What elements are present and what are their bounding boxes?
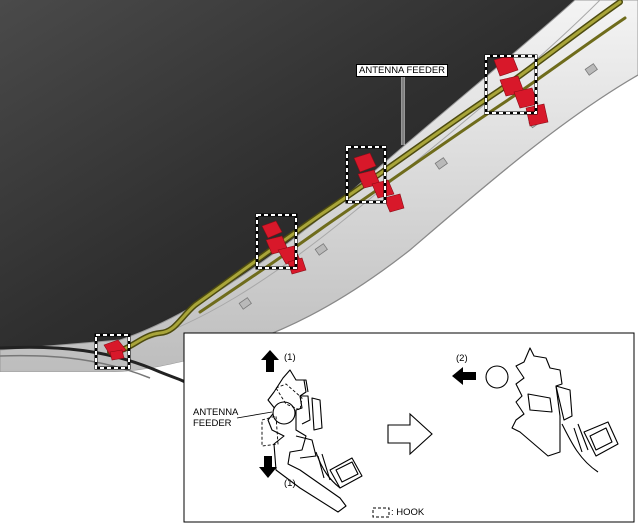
clip-1 — [103, 339, 127, 361]
lower-panel — [0, 355, 210, 526]
next-step-arrow-icon — [387, 412, 433, 456]
legend-hook-swatch — [372, 507, 390, 518]
arrow-down-icon — [259, 456, 277, 478]
arrow-up-icon — [261, 350, 279, 372]
hook-box-3 — [345, 145, 387, 204]
hook-box-4 — [484, 54, 538, 115]
antenna-feeder-label-inset-line1: ANTENNA — [193, 407, 239, 418]
step-2-label: (2) — [456, 353, 468, 364]
hook-boxes — [94, 54, 538, 370]
roof-surface — [0, 0, 575, 350]
antenna-feeder-cable-highlight — [108, 0, 622, 354]
hook-box-2 — [255, 213, 298, 270]
clip-detail-before — [267, 369, 363, 513]
antenna-feeder-label-inset-line2: FEEDER — [193, 418, 232, 429]
hook-outline-before — [261, 383, 303, 447]
clip-4 — [493, 54, 549, 127]
arrow-left-icon — [452, 367, 476, 385]
antenna-feeder-label-top: ANTENNA FEEDER — [356, 64, 449, 77]
step-1-top-label: (1) — [284, 352, 296, 363]
antenna-feeder-cable-lower — [198, 16, 627, 314]
feeder-circle-before — [272, 401, 296, 425]
clip-detail-after — [511, 347, 619, 473]
legend-hook-label: : HOOK — [391, 507, 425, 518]
hook-box-1 — [94, 333, 131, 370]
trim-lower-edge — [209, 74, 638, 356]
glass-edge-2 — [0, 354, 151, 379]
glass-edge — [0, 345, 186, 384]
clip-3 — [353, 152, 405, 213]
inset-feeder-leader — [236, 411, 273, 419]
step-1-bottom-label: (1) — [284, 478, 296, 489]
feeder-circle-after — [485, 365, 509, 389]
